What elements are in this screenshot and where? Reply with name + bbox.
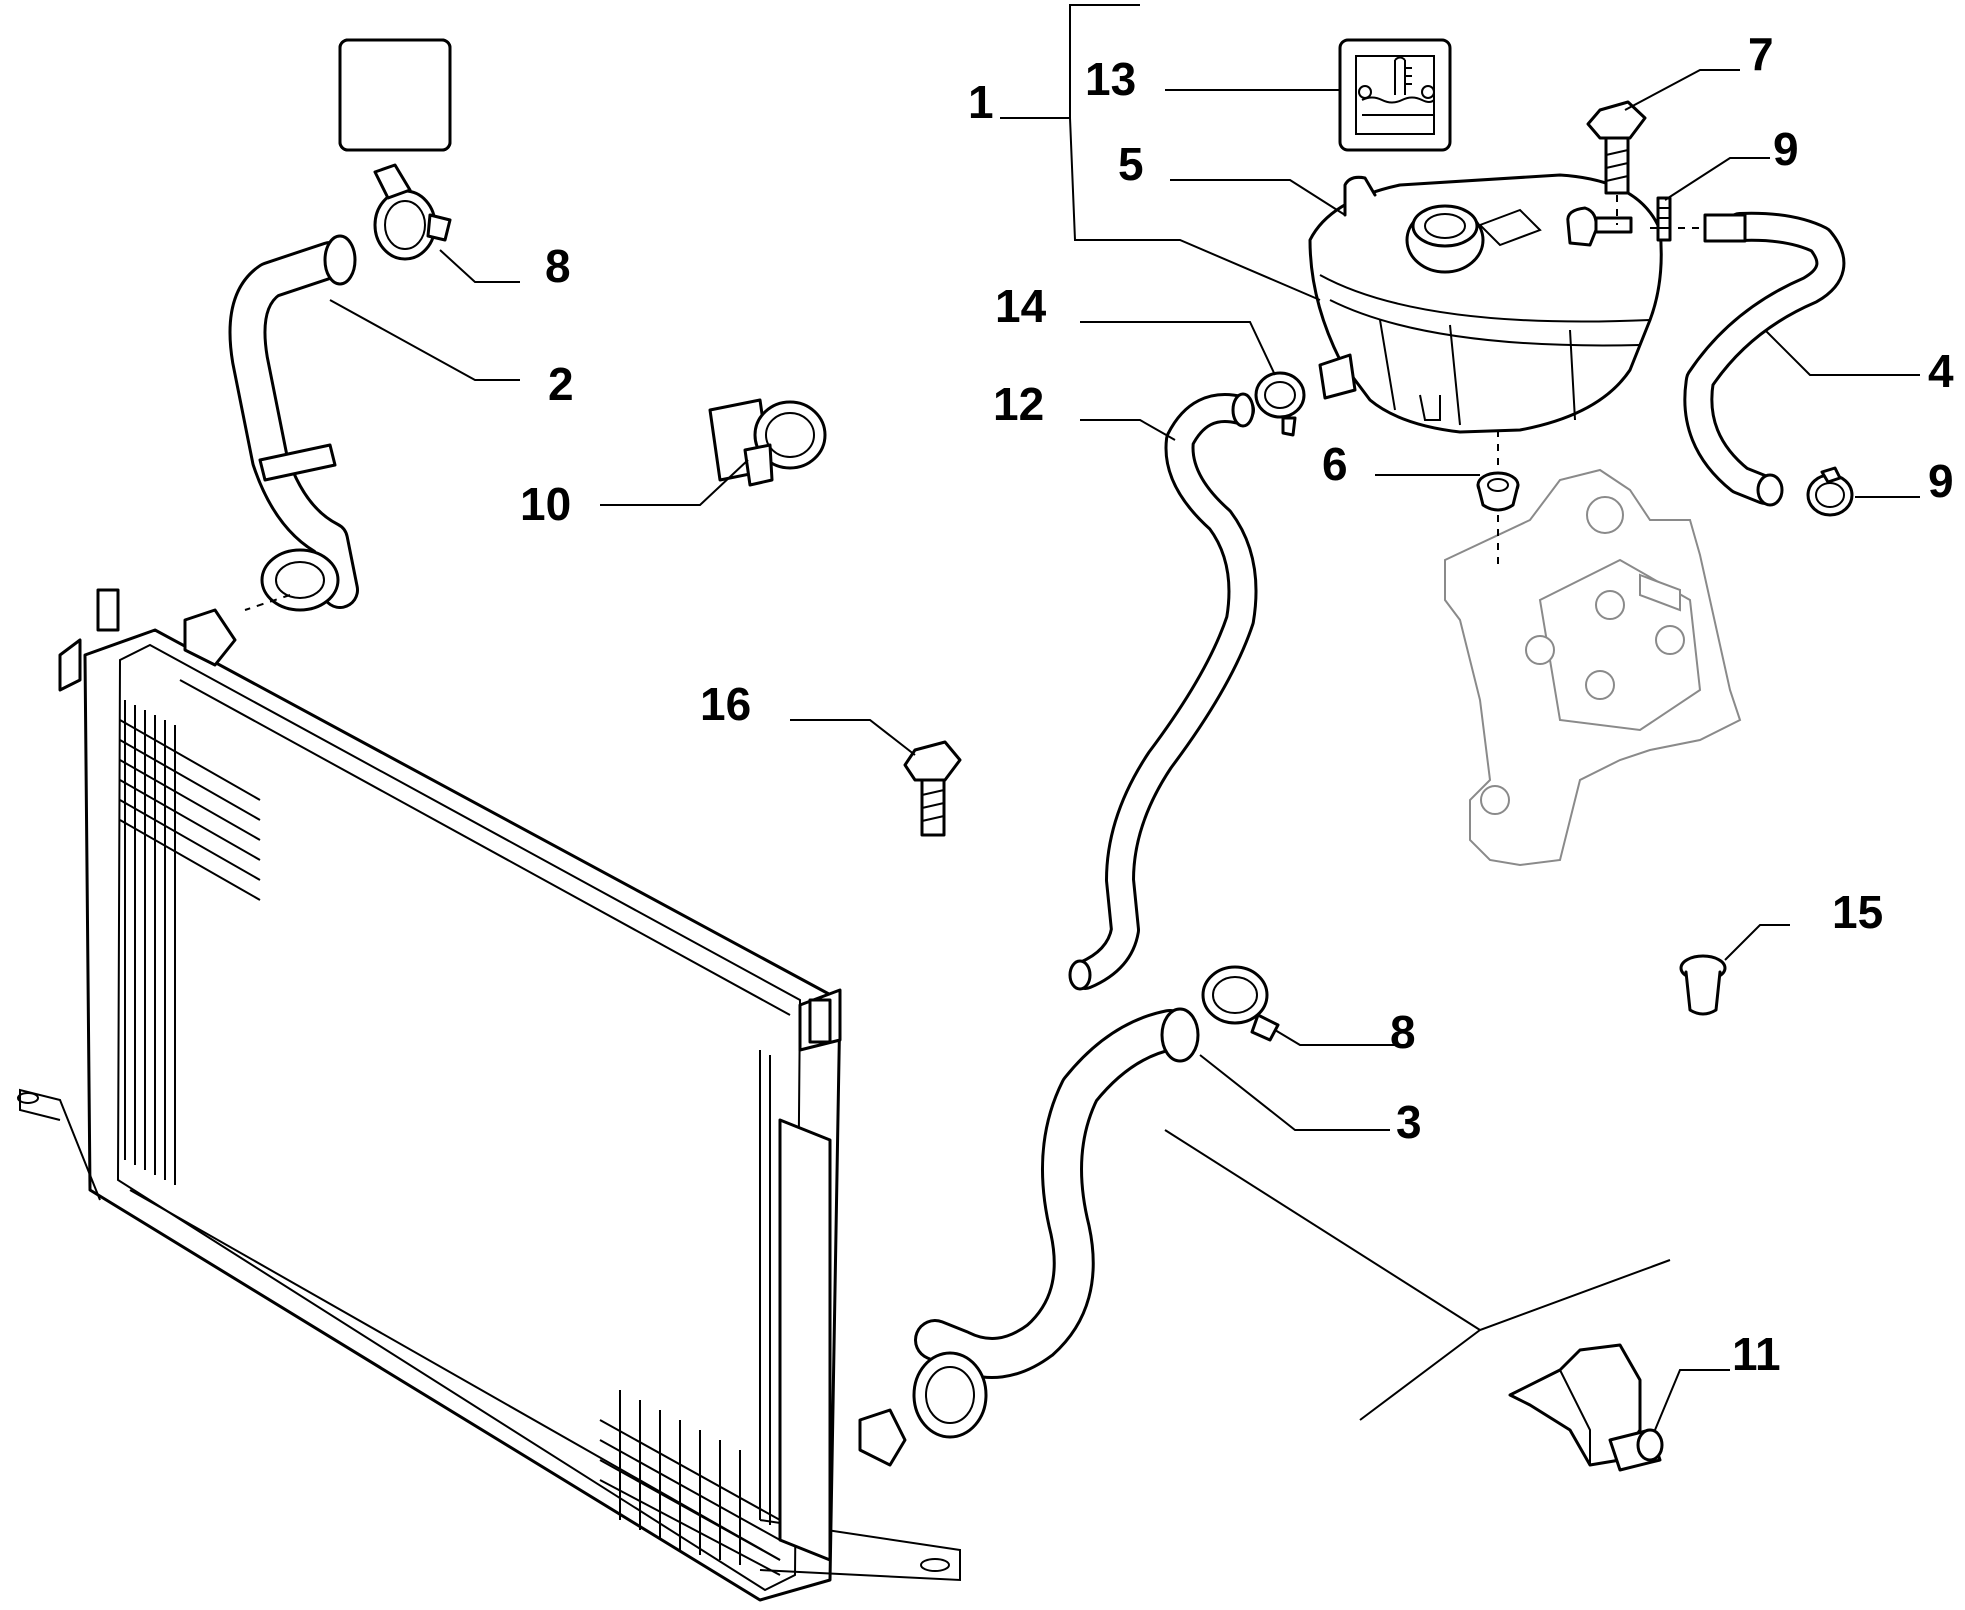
radiator <box>17 588 961 1602</box>
engine-mount-ghost <box>1444 468 1742 867</box>
hose-clip-9-upper <box>1656 196 1672 242</box>
grommet-6 <box>1476 471 1520 512</box>
callout-14: 14 <box>995 280 1047 332</box>
callout-13: 13 <box>1085 53 1136 105</box>
hose-clamp-lower <box>1201 965 1280 1042</box>
bypass-hose <box>1068 392 1258 991</box>
hose-clamp-9-lower <box>1806 466 1854 517</box>
grommet-15 <box>1679 954 1727 1016</box>
callout-16: 16 <box>700 678 751 730</box>
callout-8-upper: 8 <box>545 240 571 292</box>
radiator-core-mesh <box>119 700 781 1576</box>
callout-9-upper: 9 <box>1773 123 1799 175</box>
hose-clamp-upper <box>373 163 452 261</box>
callout-10: 10 <box>520 478 571 530</box>
callout-1: 1 <box>968 76 994 128</box>
bracket-11 <box>1508 1343 1664 1472</box>
callout-4: 4 <box>1928 345 1954 397</box>
callout-9-lower: 9 <box>1928 455 1954 507</box>
callout-7: 7 <box>1748 28 1774 80</box>
upper-hose <box>228 234 359 612</box>
callout-15: 15 <box>1832 886 1883 938</box>
callout-8-lower: 8 <box>1390 1006 1416 1058</box>
bolt-7 <box>1586 100 1647 195</box>
label-13-box <box>1338 38 1452 152</box>
lower-hose <box>912 1007 1200 1439</box>
expansion-tank <box>1308 173 1663 434</box>
callout-11: 11 <box>1732 1328 1781 1380</box>
overflow-hose <box>1683 211 1846 507</box>
coolant-symbol-label <box>338 38 452 152</box>
callout-5: 5 <box>1118 138 1144 190</box>
callout-2: 2 <box>548 358 574 410</box>
callout-6: 6 <box>1322 438 1348 490</box>
callouts: 1 2 3 4 5 6 7 8 8 9 9 10 11 12 13 14 15 … <box>520 28 1954 1380</box>
hose-clamp-14 <box>1254 371 1306 437</box>
leader-lines <box>244 4 1920 1431</box>
bolt-16 <box>903 740 962 837</box>
callout-12: 12 <box>993 378 1044 430</box>
callout-3: 3 <box>1396 1096 1422 1148</box>
hose-clip <box>708 398 827 487</box>
